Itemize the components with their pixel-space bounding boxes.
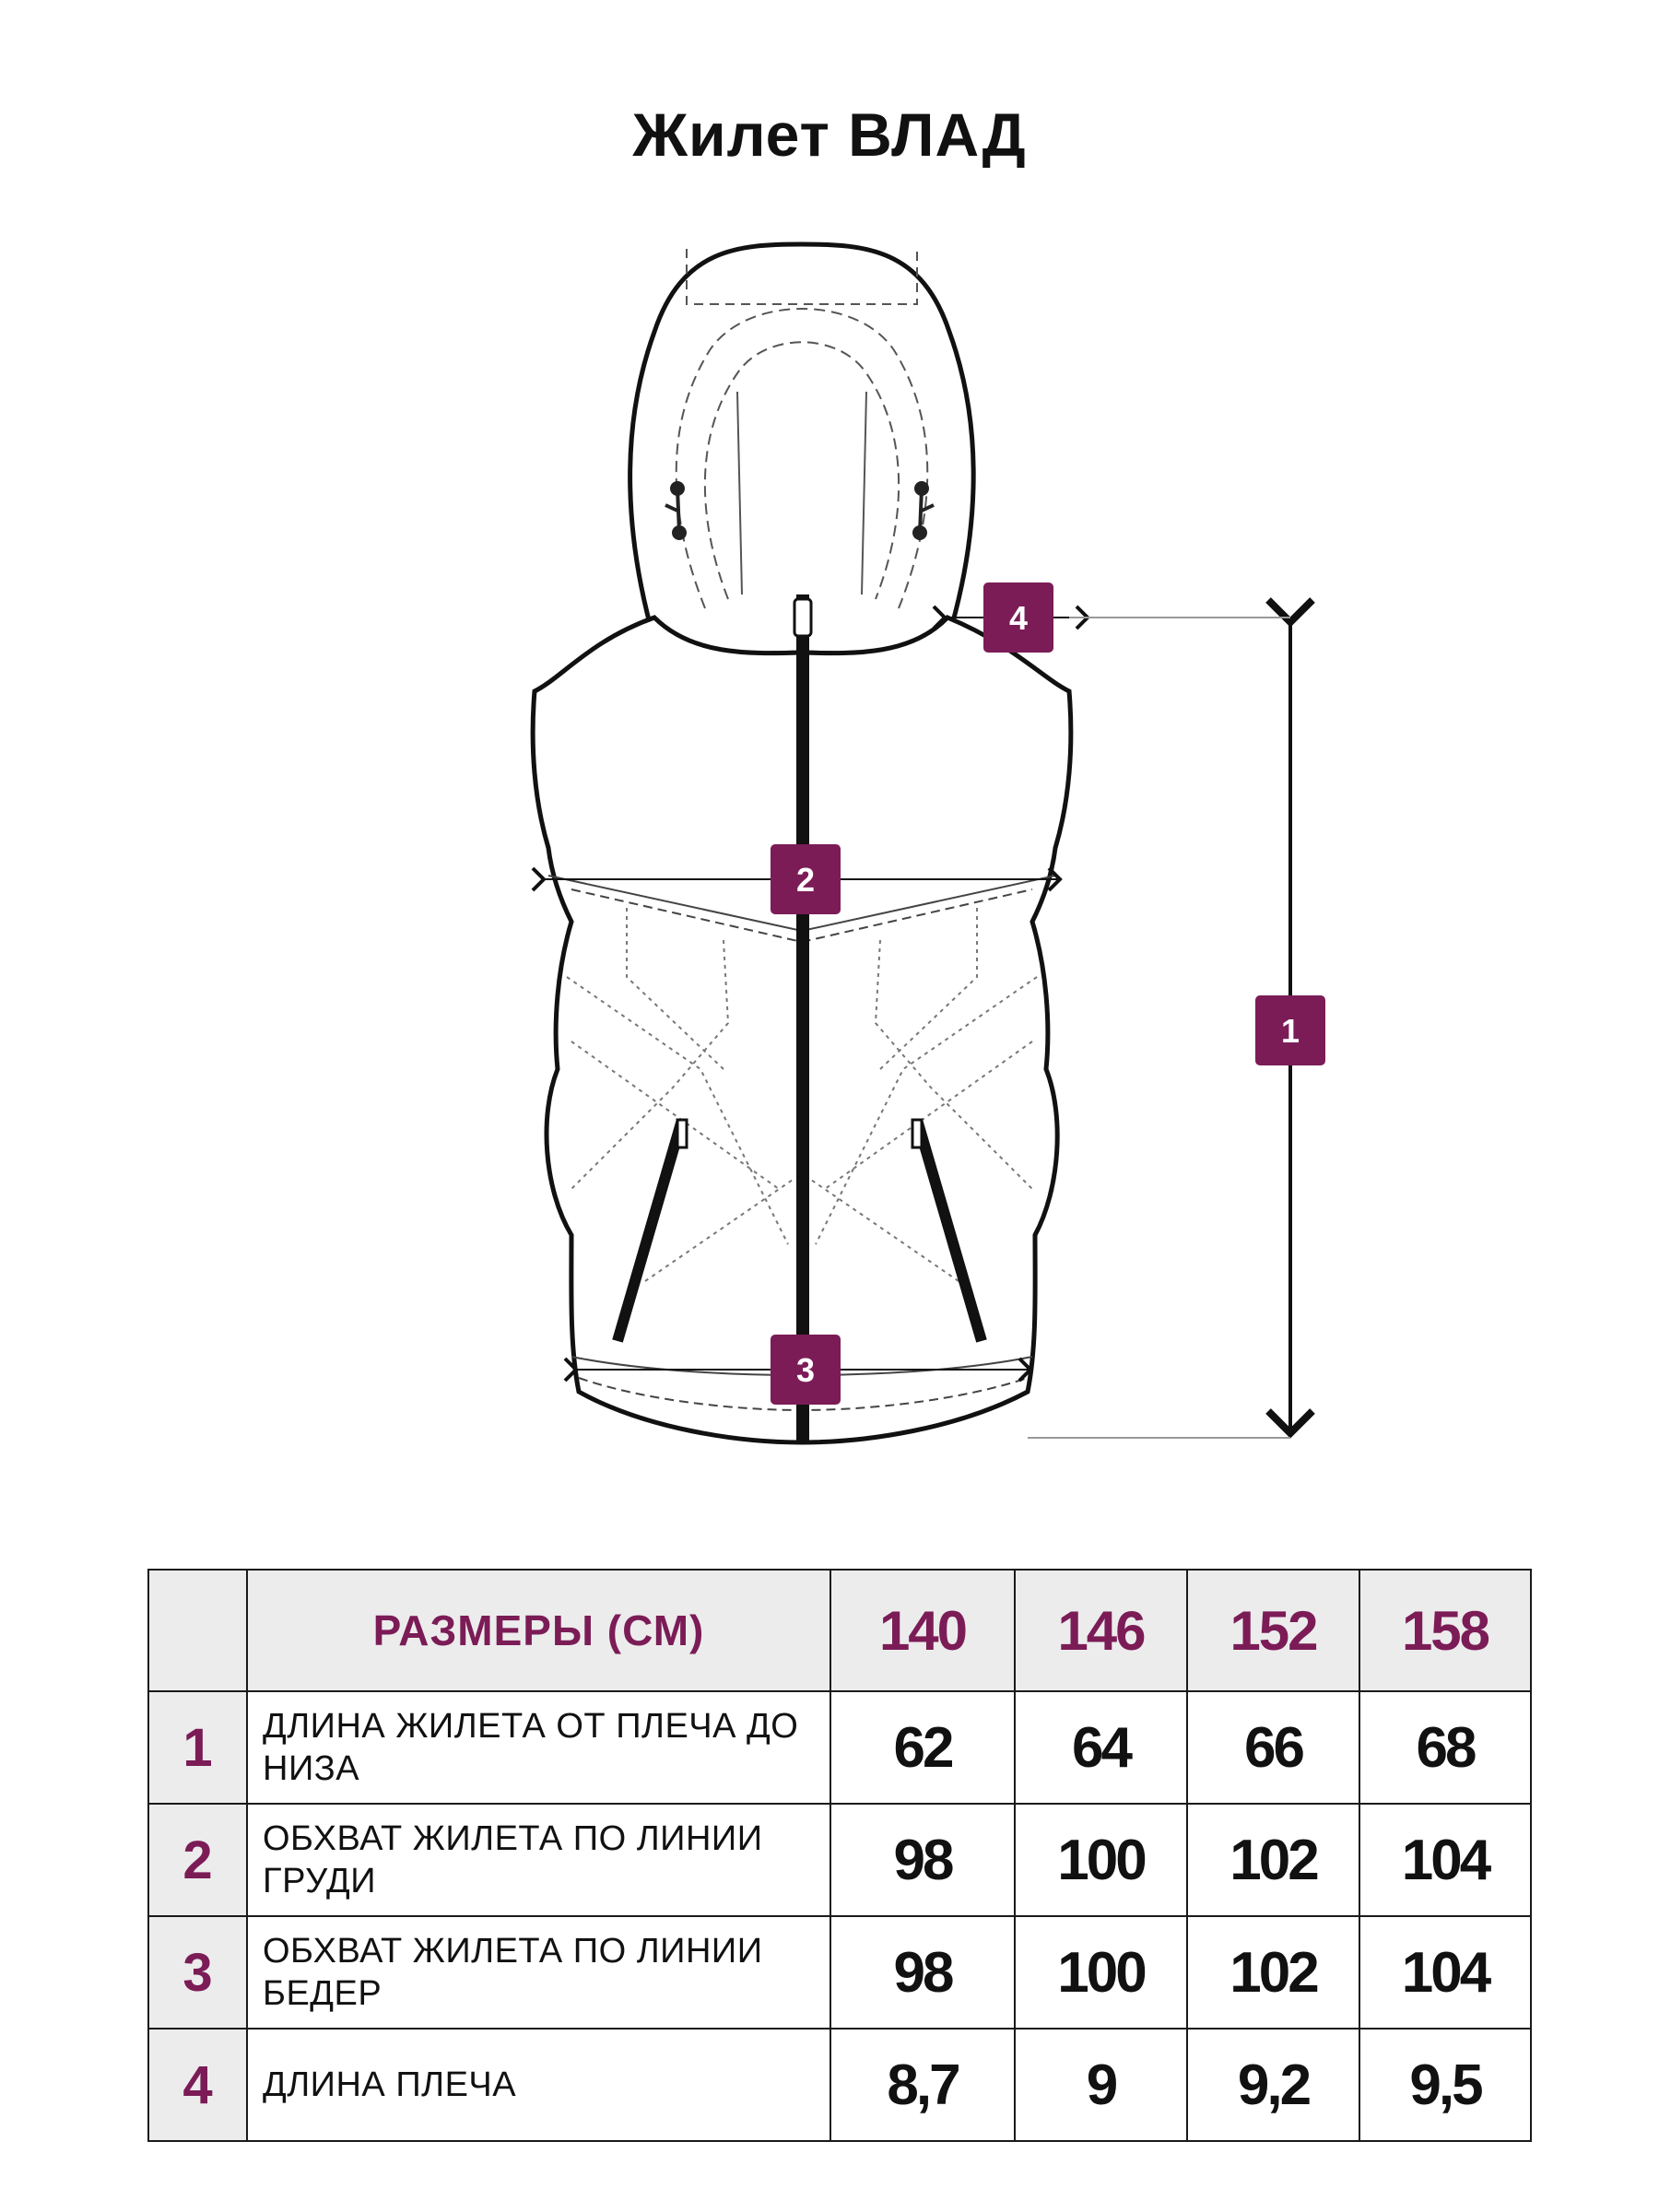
size-value: 98 [830, 1915, 1016, 2030]
row-description: ДЛИНА ПЛЕЧА [246, 2028, 831, 2142]
row-description: ОБХВАТ ЖИЛЕТА ПО ЛИНИИ БЕДЕР [246, 1915, 831, 2030]
size-table: РАЗМЕРЫ (СМ) 140 146 152 158 1 ДЛИНА ЖИЛ… [147, 1569, 1532, 2142]
size-value: 9,2 [1186, 2028, 1360, 2142]
table-row: 1 ДЛИНА ЖИЛЕТА ОТ ПЛЕЧА ДО НИЗА 62 64 66… [147, 1690, 1532, 1805]
vest-diagram: 1 2 3 4 [530, 241, 1325, 1445]
drawstring-toggle-icon [665, 481, 935, 540]
hood-seams [675, 308, 929, 609]
corner-cell [147, 1569, 248, 1692]
size-value: 9 [1014, 2028, 1188, 2142]
hood-outline [628, 241, 976, 656]
row-description: ДЛИНА ЖИЛЕТА ОТ ПЛЕЧА ДО НИЗА [246, 1690, 831, 1805]
svg-text:2: 2 [796, 861, 815, 899]
size-value: 62 [830, 1690, 1016, 1805]
marker-badge-1: 1 [1255, 995, 1325, 1065]
marker-badge-2: 2 [771, 844, 841, 914]
row-number: 1 [147, 1690, 248, 1805]
page-title: Жилет ВЛАД [632, 100, 1027, 169]
table-row: 4 ДЛИНА ПЛЕЧА 8,7 9 9,2 9,5 [147, 2028, 1532, 2142]
row-number: 4 [147, 2028, 248, 2142]
size-value: 64 [1014, 1690, 1188, 1805]
quilting-lines [566, 908, 1038, 1282]
hood-panel [686, 249, 918, 595]
svg-text:4: 4 [1009, 599, 1028, 637]
size-header: 152 [1186, 1569, 1360, 1692]
size-value: 102 [1186, 1915, 1360, 2030]
size-header: 158 [1359, 1569, 1532, 1692]
size-value: 100 [1014, 1803, 1188, 1917]
svg-text:3: 3 [796, 1351, 815, 1389]
svg-text:1: 1 [1281, 1012, 1300, 1050]
size-value: 104 [1359, 1803, 1532, 1917]
size-value: 68 [1359, 1690, 1532, 1805]
row-description: ОБХВАТ ЖИЛЕТА ПО ЛИНИИ ГРУДИ [246, 1803, 831, 1917]
marker-badge-4: 4 [983, 582, 1053, 653]
size-value: 102 [1186, 1803, 1360, 1917]
pocket-zipper-icon [612, 1118, 987, 1343]
row-number: 2 [147, 1803, 248, 1917]
row-number: 3 [147, 1915, 248, 2030]
size-value: 98 [830, 1803, 1016, 1917]
size-value: 104 [1359, 1915, 1532, 2030]
center-zipper-icon [793, 594, 813, 1442]
size-value: 9,5 [1359, 2028, 1532, 2142]
table-header-row: РАЗМЕРЫ (СМ) 140 146 152 158 [147, 1569, 1532, 1692]
size-value: 8,7 [830, 2028, 1016, 2142]
size-value: 66 [1186, 1690, 1360, 1805]
table-row: 2 ОБХВАТ ЖИЛЕТА ПО ЛИНИИ ГРУДИ 98 100 10… [147, 1803, 1532, 1917]
size-header: 146 [1014, 1569, 1188, 1692]
size-header: 140 [830, 1569, 1016, 1692]
marker-badge-3: 3 [771, 1335, 841, 1405]
table-row: 3 ОБХВАТ ЖИЛЕТА ПО ЛИНИИ БЕДЕР 98 100 10… [147, 1915, 1532, 2030]
sizes-header-label: РАЗМЕРЫ (СМ) [246, 1569, 831, 1692]
size-value: 100 [1014, 1915, 1188, 2030]
